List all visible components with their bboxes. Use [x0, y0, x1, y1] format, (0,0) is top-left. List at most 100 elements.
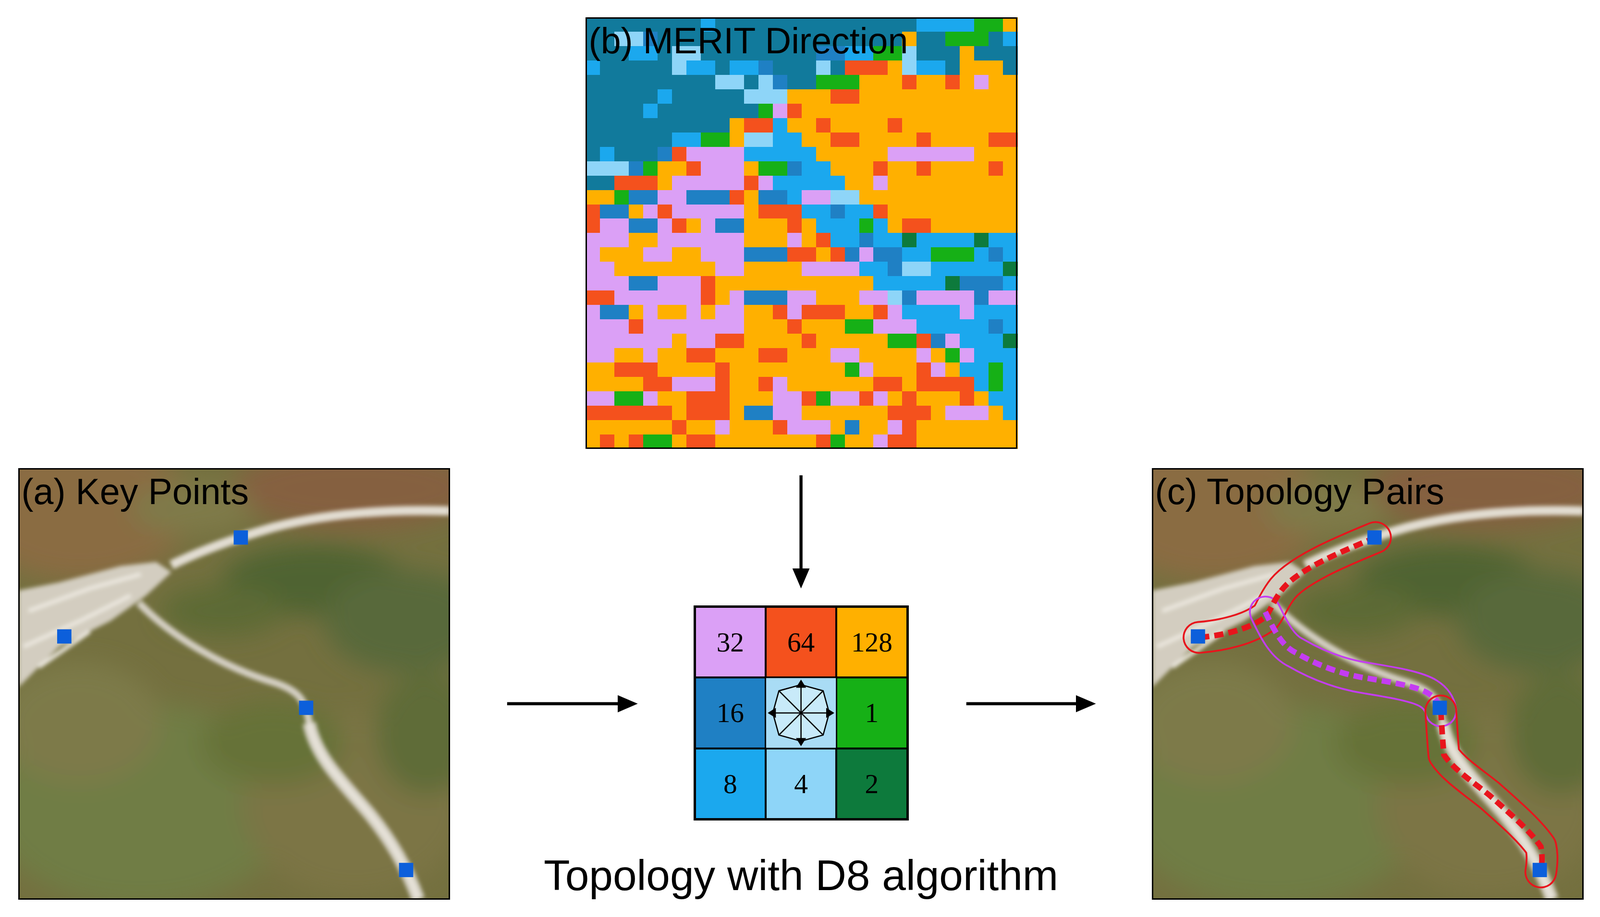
raster-pixel [988, 103, 1004, 119]
raster-pixel [614, 305, 630, 320]
raster-pixel [715, 391, 731, 407]
raster-pixel [585, 118, 601, 134]
raster-pixel [671, 377, 687, 392]
raster-pixel [873, 290, 889, 306]
river-channel [138, 602, 310, 724]
raster-pixel [614, 118, 630, 134]
raster-pixel [959, 405, 975, 421]
raster-pixel [988, 377, 1004, 392]
raster-pixel [902, 333, 917, 349]
raster-pixel [844, 276, 860, 292]
key-point [57, 629, 72, 645]
raster-pixel [686, 146, 702, 162]
raster-pixel [945, 405, 961, 421]
raster-pixel [585, 434, 601, 450]
raster-pixel [916, 46, 932, 62]
raster-pixel [1002, 232, 1018, 248]
raster-pixel [772, 420, 788, 436]
terrain-patch [232, 468, 450, 530]
raster-pixel [988, 60, 1004, 76]
raster-pixel [744, 190, 759, 206]
raster-pixel [599, 60, 615, 76]
raster-pixel [816, 305, 831, 320]
raster-pixel [1002, 377, 1018, 392]
raster-pixel [801, 420, 817, 436]
raster-pixel [729, 305, 745, 320]
raster-pixel [614, 405, 630, 421]
raster-pixel [729, 391, 745, 407]
raster-pixel [787, 89, 803, 105]
raster-pixel [744, 218, 759, 234]
raster-pixel [671, 247, 687, 263]
raster-pixel [628, 218, 644, 234]
buffer-outline [1151, 468, 1584, 901]
raster-pixel [643, 89, 659, 105]
raster-pixel [585, 276, 601, 292]
raster-pixel [916, 146, 932, 162]
raster-pixel [1002, 190, 1018, 206]
raster-pixel [873, 276, 889, 292]
raster-pixel [715, 132, 731, 148]
raster-pixel [902, 118, 917, 134]
raster-pixel [801, 305, 817, 320]
raster-pixel [959, 146, 975, 162]
raster-pixel [700, 103, 716, 119]
direction-octagon [772, 684, 830, 742]
raster-pixel [859, 146, 875, 162]
raster-pixel [873, 333, 889, 349]
direction-code: 4 [793, 769, 808, 800]
raster-pixel [729, 261, 745, 277]
raster-pixel [902, 161, 917, 177]
raster-pixel [657, 190, 673, 206]
topology-path [1441, 711, 1543, 873]
raster-pixel [902, 405, 917, 421]
raster-pixel [772, 276, 788, 292]
raster-pixel [585, 161, 601, 177]
raster-pixel [959, 74, 975, 90]
raster-pixel [916, 218, 932, 234]
raster-pixel [1002, 218, 1018, 234]
direction-code: 16 [716, 697, 745, 729]
key-point [1432, 700, 1448, 716]
raster-pixel [859, 261, 875, 277]
raster-pixel [988, 118, 1004, 134]
raster-pixel [585, 74, 601, 90]
direction-arrowhead [795, 738, 807, 747]
direction-ray [800, 713, 802, 742]
river-channel [309, 723, 419, 901]
raster-pixel [945, 362, 961, 378]
raster-pixel [671, 204, 687, 220]
raster-pixel [614, 420, 630, 436]
raster-pixel [772, 405, 788, 421]
raster-pixel [758, 276, 774, 292]
raster-pixel [959, 46, 975, 62]
raster-pixel [916, 190, 932, 206]
raster-pixel [988, 89, 1004, 105]
raster-pixel [887, 420, 903, 436]
raster-pixel [585, 290, 601, 306]
raster-pixel [930, 89, 946, 105]
raster-pixel [628, 190, 644, 206]
raster-pixel [599, 348, 615, 364]
raster-pixel [988, 46, 1004, 62]
raster-pixel [643, 362, 659, 378]
raster-pixel [873, 175, 889, 191]
raster-pixel [729, 319, 745, 335]
raster-pixel [599, 118, 615, 134]
raster-pixel [758, 420, 774, 436]
raster-pixel [643, 247, 659, 263]
raster-pixel [959, 348, 975, 364]
panel-title: (b) MERIT Direction [586, 18, 910, 62]
raster-pixel [729, 103, 745, 119]
raster-pixel [801, 146, 817, 162]
raster-pixel [887, 377, 903, 392]
raster-pixel [988, 261, 1004, 277]
raster-pixel [930, 146, 946, 162]
raster-pixel [974, 175, 990, 191]
raster-pixel [988, 420, 1004, 436]
raster-pixel [1002, 74, 1018, 90]
raster-pixel [801, 232, 817, 248]
raster-pixel [744, 132, 759, 148]
key-points-panel: (a) Key Points [18, 468, 451, 901]
raster-pixel [599, 247, 615, 263]
